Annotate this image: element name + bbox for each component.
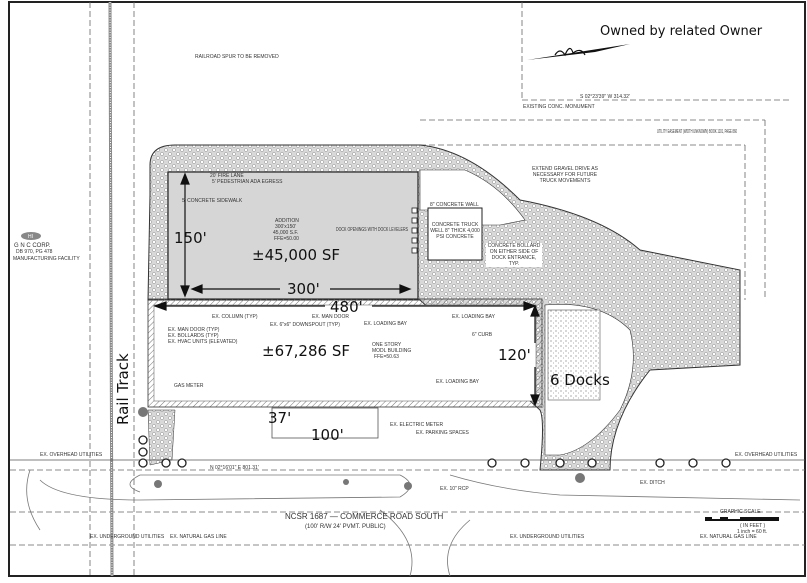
svg-text:DB 970, PG 478: DB 970, PG 478 — [16, 249, 53, 255]
building-note: ADDITION — [275, 218, 299, 224]
svg-text:EX. BOLLARDS (TYP): EX. BOLLARDS (TYP) — [168, 333, 219, 339]
north-arrow-icon — [527, 44, 630, 60]
existing-length: 480' — [330, 298, 363, 316]
docks-label: 6 Docks — [550, 371, 610, 389]
easement-note: UTILITY EASEMENT (WIDTH UNKNOWN) BOOK 11… — [657, 129, 737, 135]
proposed-building — [167, 171, 419, 300]
svg-text:EX. 10" RCP: EX. 10" RCP — [440, 486, 469, 492]
proposed-length: 300' — [287, 280, 320, 298]
existing-callouts: EX. COLUMN (TYP) EX. MAN DOOR (TYP) EX. … — [168, 314, 496, 436]
wall-label: 8" CONCRETE WALL — [430, 202, 479, 208]
svg-text:GRAPHIC SCALE: GRAPHIC SCALE — [720, 509, 761, 515]
bollard-note-box: CONCRETE BOLLARD ON EITHER SIDE OF DOCK … — [486, 243, 542, 267]
svg-text:1 inch = 60 ft.: 1 inch = 60 ft. — [737, 529, 767, 535]
graphic-scale-text: GRAPHIC SCALE ( IN FEET ) 1 inch = 60 ft… — [720, 509, 767, 535]
svg-text:EX. ELECTRIC METER: EX. ELECTRIC METER — [390, 422, 443, 428]
boundary-lines — [10, 2, 805, 576]
existing-depth: 120' — [498, 346, 531, 364]
trees — [138, 435, 731, 468]
utility-poles — [138, 407, 585, 490]
neighbor-badge — [21, 232, 41, 240]
svg-text:EX. UNDERGROUND UTILITIES: EX. UNDERGROUND UTILITIES — [510, 534, 585, 540]
svg-text:EX. OVERHEAD UTILITIES: EX. OVERHEAD UTILITIES — [735, 452, 798, 458]
small-building — [271, 407, 379, 439]
svg-text:( IN FEET ): ( IN FEET ) — [740, 523, 766, 529]
proposed-depth: 150' — [174, 229, 207, 247]
svg-text:HI: HI — [28, 234, 33, 240]
road-detail: (100' R/W 24' PVMT. PUBLIC) — [305, 524, 386, 530]
svg-text:EX. PARKING SPACES: EX. PARKING SPACES — [416, 430, 470, 436]
existing-building — [153, 304, 537, 402]
rail-spur-note: RAILROAD SPUR TO BE REMOVED — [195, 54, 279, 60]
small-building-length: 100' — [311, 426, 344, 444]
existing-area: ±67,286 SF — [262, 342, 350, 360]
truck-well-label: CONCRETE TRUCK WELL 8" THICK 4,000 PSI C… — [429, 222, 481, 240]
graphic-scale — [705, 517, 779, 521]
egress-note: 5' PEDESTRIAN ADA EGRESS — [212, 179, 283, 185]
rail-track-label: Rail Track — [114, 353, 132, 425]
building-note: FFE=50.00 — [274, 236, 299, 242]
svg-text:EX. UNDERGROUND UTILITIES: EX. UNDERGROUND UTILITIES — [90, 534, 165, 540]
dock-doors — [411, 207, 418, 254]
svg-text:EX. 6"x6" DOWNSPOUT (TYP): EX. 6"x6" DOWNSPOUT (TYP) — [270, 322, 340, 328]
gravel-note: EXTEND GRAVEL DRIVE AS NECESSARY FOR FUT… — [528, 166, 602, 184]
dock-note: DOCK OPENINGS WITH DOCK LEVELERS — [336, 227, 408, 233]
building-note: 300'x150' — [275, 224, 296, 230]
neighbor-label: HI G N C CORP. DB 970, PG 478 MANUFACTUR… — [13, 234, 80, 262]
svg-text:MANUFACTURING FACILITY: MANUFACTURING FACILITY — [13, 256, 80, 262]
existing-note: FFE=50.63 — [374, 354, 399, 360]
fire-lane-note: 20' FIRE LANE — [210, 173, 244, 179]
owner-note: Owned by related Owner — [600, 24, 763, 39]
svg-text:EX. LOADING BAY: EX. LOADING BAY — [452, 314, 496, 320]
sidewalk-note: 5' CONCRETE SIDEWALK — [182, 198, 243, 204]
svg-text:6" CURB: 6" CURB — [472, 332, 493, 338]
svg-text:EX. HVAC UNITS (ELEVATED): EX. HVAC UNITS (ELEVATED) — [168, 339, 238, 345]
small-building-width: 37' — [268, 409, 291, 427]
svg-text:N 02°16'01" E 801.31': N 02°16'01" E 801.31' — [210, 465, 259, 471]
svg-text:EX. MAN DOOR: EX. MAN DOOR — [312, 314, 349, 320]
concrete-pad — [547, 309, 601, 401]
existing-note: ONE STORY — [372, 342, 402, 348]
road-name: NCSR 1687 — COMMERCE ROAD SOUTH — [285, 512, 443, 521]
rail-track — [108, 1, 114, 577]
road-callouts: EX. UNDERGROUND UTILITIES EX. NATURAL GA… — [40, 452, 798, 540]
svg-text:EX. NATURAL GAS LINE: EX. NATURAL GAS LINE — [700, 534, 757, 540]
svg-text:EX. DITCH: EX. DITCH — [640, 480, 665, 486]
svg-text:EX. LOADING BAY: EX. LOADING BAY — [364, 321, 408, 327]
svg-text:EX. NATURAL GAS LINE: EX. NATURAL GAS LINE — [170, 534, 227, 540]
svg-text:EX. OVERHEAD UTILITIES: EX. OVERHEAD UTILITIES — [40, 452, 103, 458]
truck-well-label-box: CONCRETE TRUCK WELL 8" THICK 4,000 PSI C… — [429, 222, 481, 240]
svg-text:GAS METER: GAS METER — [174, 383, 204, 389]
dimension-arrows — [153, 172, 540, 407]
svg-text:EX. LOADING BAY: EX. LOADING BAY — [436, 379, 480, 385]
gravel-note-box: EXTEND GRAVEL DRIVE AS NECESSARY FOR FUT… — [528, 166, 602, 184]
svg-text:G N C CORP.: G N C CORP. — [14, 243, 51, 249]
boundary-bearing: S 02°23'39" W 314.32' — [580, 94, 630, 100]
proposed-area: ±45,000 SF — [252, 246, 340, 264]
building-note: 45,000 S.F. — [273, 230, 298, 236]
svg-text:EX. MAN DOOR (TYP): EX. MAN DOOR (TYP) — [168, 327, 220, 333]
svg-text:EX. COLUMN (TYP): EX. COLUMN (TYP) — [212, 314, 258, 320]
monument-label: EXISTING CONC. MONUMENT — [523, 104, 595, 110]
existing-note: MODL BUILDING — [372, 348, 411, 354]
bollard-note: CONCRETE BOLLARD ON EITHER SIDE OF DOCK … — [486, 243, 542, 267]
